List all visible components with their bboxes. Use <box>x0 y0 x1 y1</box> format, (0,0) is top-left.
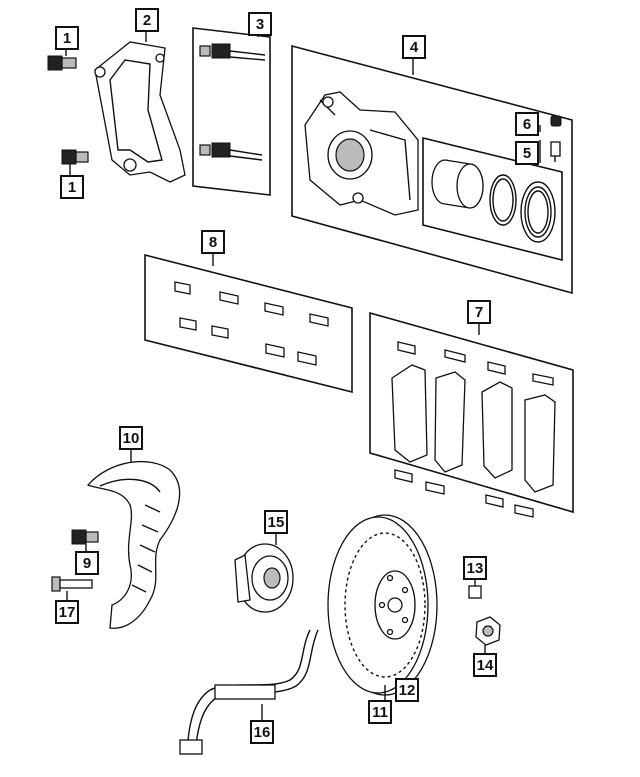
panel-caliper <box>291 44 573 295</box>
callout-2: 2 <box>135 8 159 32</box>
callout-6: 6 <box>515 112 539 136</box>
piston-seal <box>489 174 517 226</box>
bleeder-cap <box>550 115 562 127</box>
callout-10: 10 <box>119 426 143 450</box>
wheel-stud <box>51 576 93 600</box>
panel-brake-pads <box>369 311 574 518</box>
pad-hardware-bottom <box>394 469 534 518</box>
callout-7: 7 <box>467 300 491 324</box>
panel-guide-pins <box>192 22 271 196</box>
caliper-adapter <box>94 30 186 183</box>
brake-rotor <box>327 514 438 700</box>
callout-12: 12 <box>395 678 419 702</box>
shield-bolt <box>71 529 99 552</box>
guide-pin-upper <box>199 43 266 61</box>
callout-8: 8 <box>201 230 225 254</box>
dust-boot <box>520 181 556 243</box>
callout-13: 13 <box>463 556 487 580</box>
caliper-adapter-bolt-upper <box>47 48 77 71</box>
callout-1-lower: 1 <box>60 175 84 199</box>
caliper-body <box>304 91 419 216</box>
hub-nut <box>475 616 501 654</box>
callout-1-upper: 1 <box>55 26 79 50</box>
callout-9: 9 <box>75 551 99 575</box>
callout-15: 15 <box>264 510 288 534</box>
hub-bearing <box>234 532 294 613</box>
callout-4: 4 <box>402 35 426 59</box>
callout-3: 3 <box>248 12 272 36</box>
callout-17: 17 <box>55 600 79 624</box>
bleeder-screw <box>550 141 561 162</box>
piston <box>431 159 484 209</box>
wheel-speed-sensor <box>179 629 319 755</box>
pad-hardware-top <box>397 341 554 386</box>
brake-pads <box>391 364 556 493</box>
caliper-adapter-bolt-lower <box>61 149 89 175</box>
panel-pad-clips <box>144 252 353 394</box>
callout-16: 16 <box>250 720 274 744</box>
clip-row-lower <box>179 317 317 366</box>
callout-11: 11 <box>368 700 392 724</box>
callout-14: 14 <box>473 653 497 677</box>
guide-pin-lower <box>199 142 263 161</box>
clip-row-upper <box>174 281 329 327</box>
rotor-screw <box>468 578 482 599</box>
splash-shield <box>86 448 181 629</box>
callout-5: 5 <box>515 141 539 165</box>
